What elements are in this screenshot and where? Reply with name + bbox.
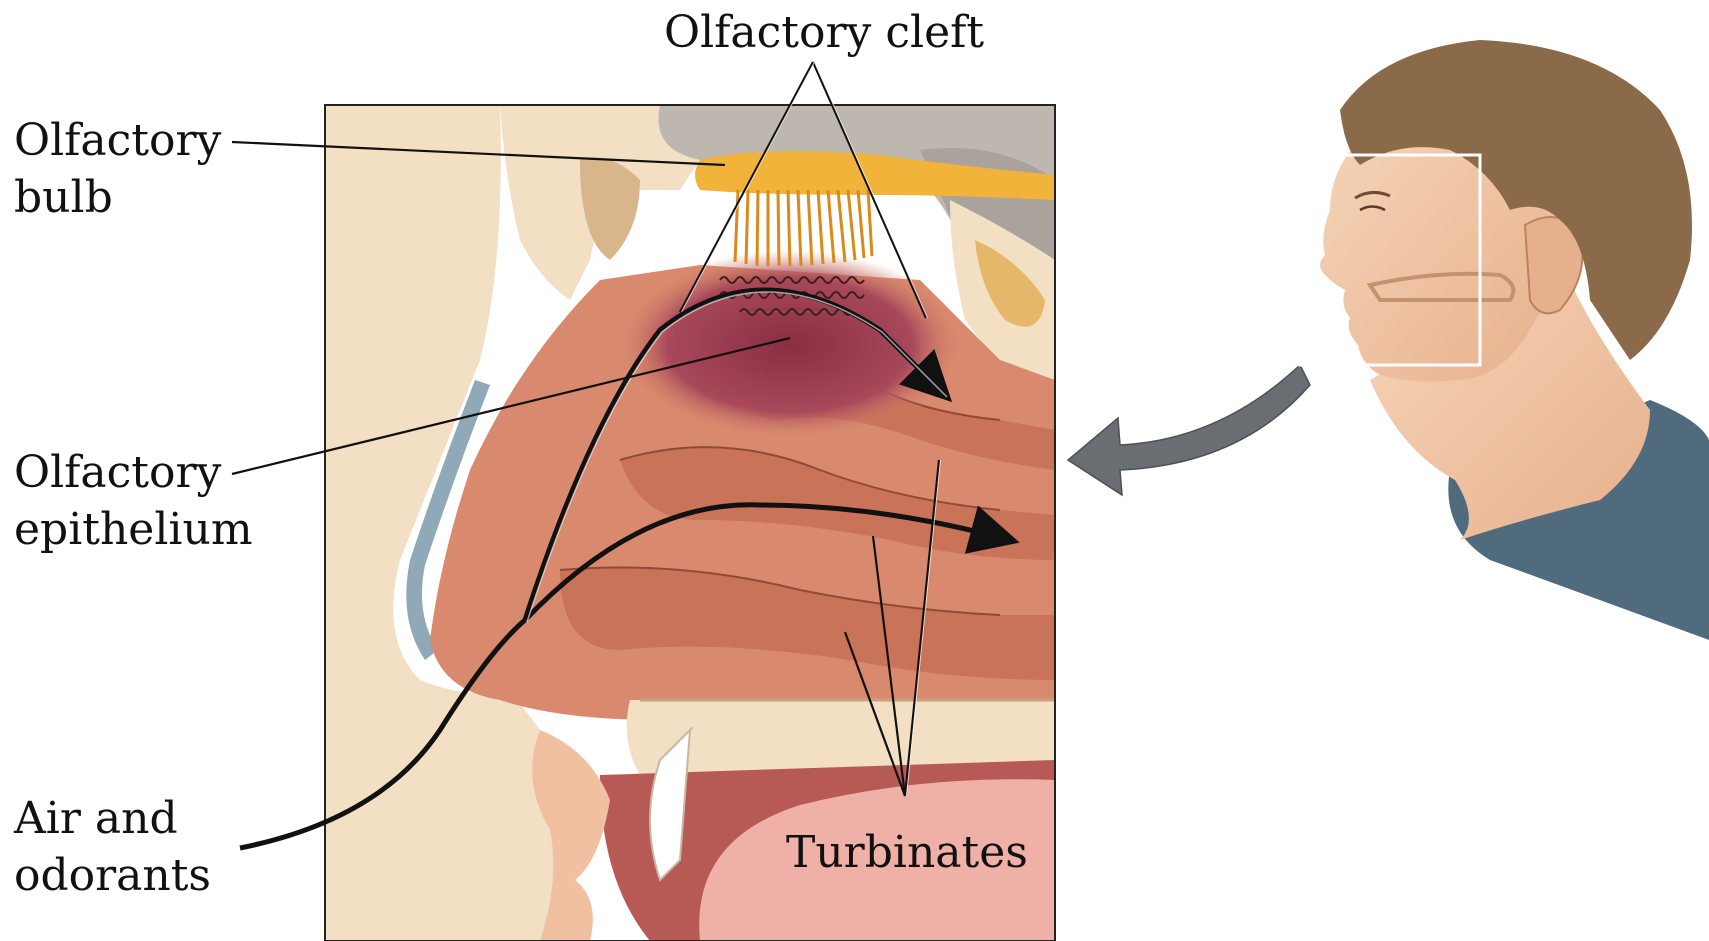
label-air-and-odorants-line2: odorants (14, 847, 211, 904)
label-olfactory-epithelium: Olfactory epithelium (14, 444, 253, 558)
label-olfactory-cleft: Olfactory cleft (664, 4, 984, 61)
label-olfactory-bulb-line1: Olfactory (14, 112, 221, 169)
label-air-and-odorants: Air and odorants (14, 790, 211, 904)
head-profile-illustration (1300, 40, 1709, 640)
label-olfactory-bulb: Olfactory bulb (14, 112, 221, 226)
label-olfactory-bulb-line2: bulb (14, 169, 221, 226)
curved-arrow-icon (1068, 365, 1310, 495)
label-olfactory-epithelium-line1: Olfactory (14, 444, 253, 501)
label-air-and-odorants-line1: Air and (14, 790, 211, 847)
label-turbinates: Turbinates (786, 824, 1028, 881)
label-olfactory-epithelium-line2: epithelium (14, 501, 253, 558)
